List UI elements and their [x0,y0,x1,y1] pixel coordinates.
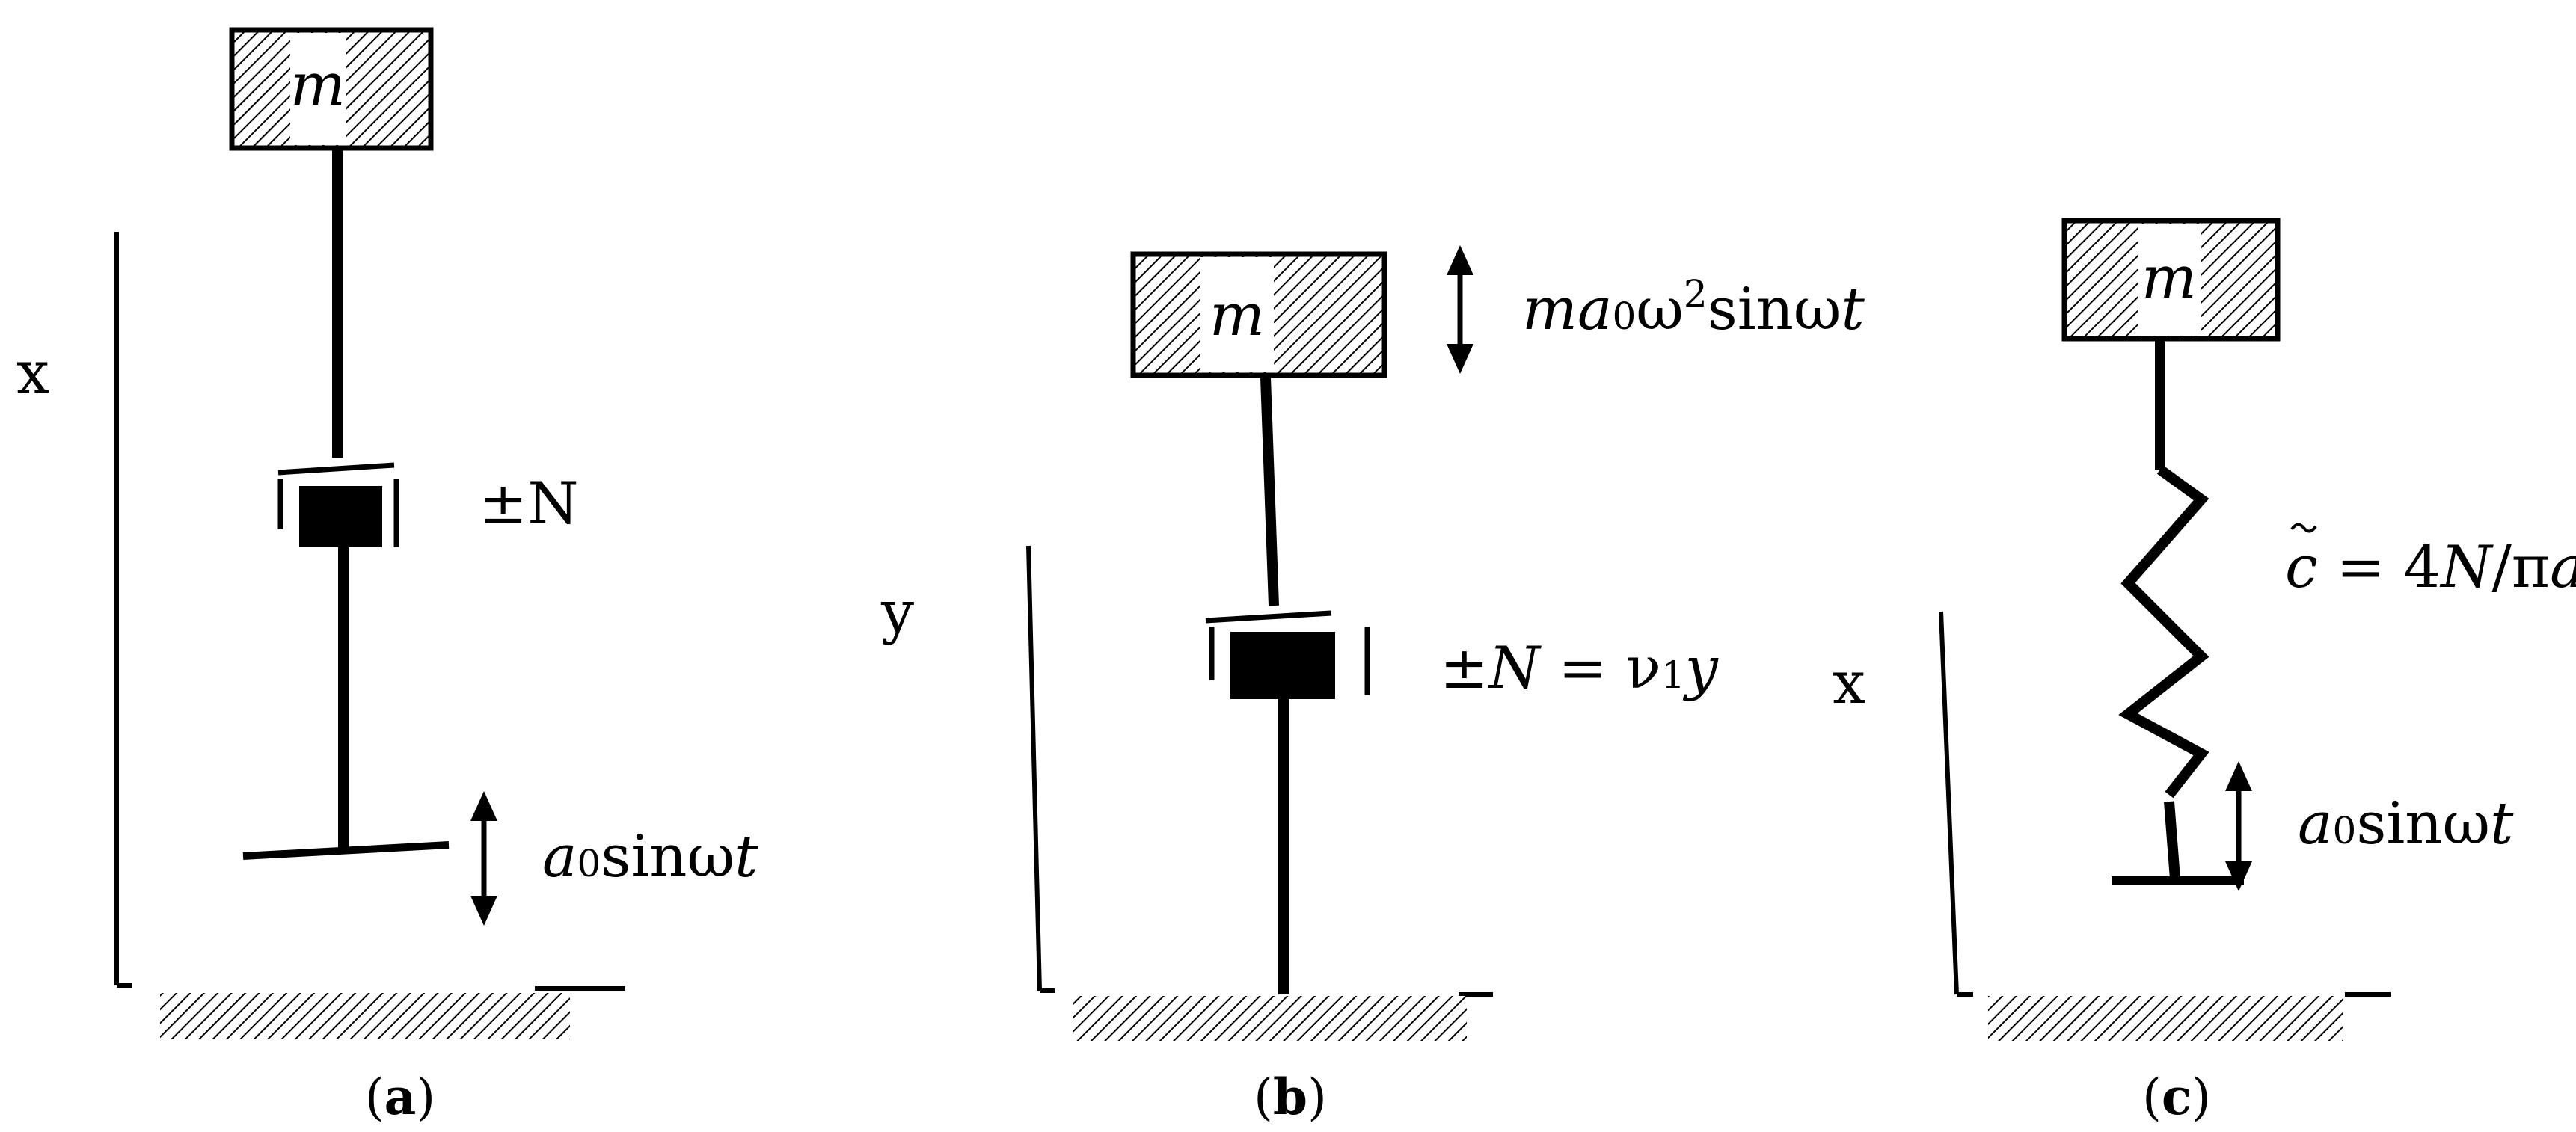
excitation-label-c: a0sinωt [2298,790,2514,858]
caption-b: (b) [1254,1068,1327,1126]
tilde-mark-c [2290,523,2317,533]
mass-block-b: m [1130,251,1387,378]
mass-label-c: m [2141,244,2197,312]
excitation-arrow-a [470,791,497,926]
panel-a: m x ±N a0sinωt (a) [16,27,758,1126]
caption-a: (a) [365,1068,435,1126]
axis-line-c [1939,611,1959,995]
stiffness-label-c: c = 4N/πa0 [2285,534,2576,601]
upper-rod-b [1260,377,1279,606]
friction-element-a [277,462,399,547]
mass-label-b: m [1209,282,1265,349]
axis-label-a: x [16,339,49,407]
axis-line-b [1026,545,1042,991]
axis-label-c: x [1833,650,1865,717]
panel-c: m c = 4N/πa0 a0sinωt x (c) [1833,218,2576,1126]
caption-c: (c) [2142,1068,2211,1126]
force-label-b: ma0ω2sinωt [1522,272,1865,343]
spring-c [2118,465,2209,799]
excitation-label-a: a0sinωt [542,823,758,890]
ground-hatch-b [1073,996,1467,1041]
mass-block-c: m [2061,218,2281,342]
friction-label-b: ±N = ν1y [1440,635,1719,702]
panel-b: m ma0ω2sinωt ±N = ν1y y (b) [880,245,1865,1126]
axis-label-b: y [880,579,914,646]
ground-hatch-c [1988,996,2343,1041]
mass-block-a: m [229,27,434,151]
friction-label-a: ±N [479,470,579,538]
lower-rod-c [2164,801,2180,879]
ground-hatch-a [160,993,570,1039]
friction-element-b [1205,610,1370,699]
excitation-arrow-c [2225,761,2252,891]
base-plate-a [242,841,450,860]
mass-label-a: m [290,52,346,119]
force-arrow-b [1447,245,1473,374]
